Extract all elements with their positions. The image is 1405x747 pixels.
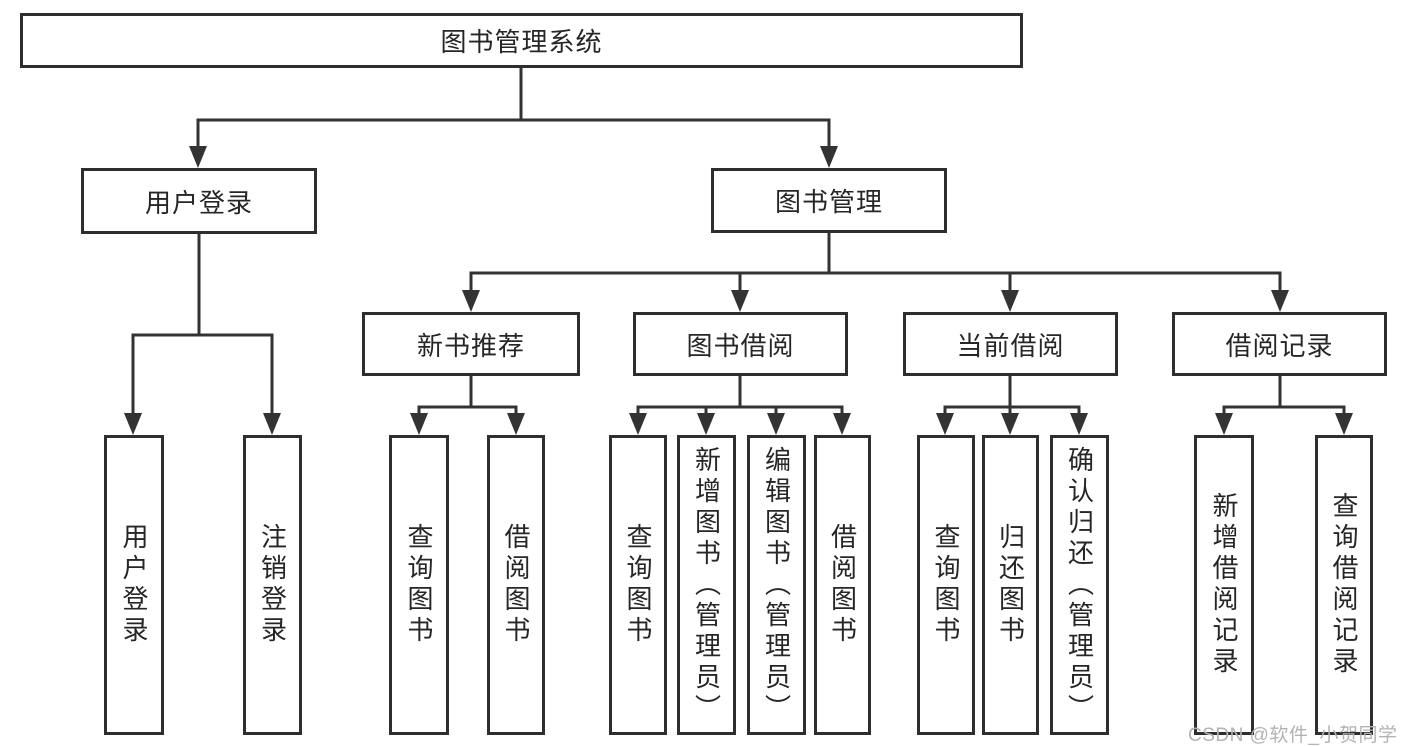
leaf-label: 新增借阅记录 [1209,492,1239,678]
leaf-borrow-book: 借阅图书 [814,435,871,735]
leaf-query-books-current: 查询图书 [917,435,975,735]
leaf-user-login: 用户登录 [104,435,164,735]
leaf-label: 注销登录 [257,523,288,647]
csdn-watermark: CSDN @软件_小贺同学 [1188,725,1398,746]
leaf-label: 查询图书 [623,523,653,647]
leaf-confirm-return-admin: 确认归还（管理员） [1050,435,1109,735]
leaf-label: 查询借阅记录 [1329,492,1359,678]
node-label: 图书管理 [774,187,883,217]
node-new-book-recommendation: 新书推荐 [362,312,580,376]
leaf-query-books-recommend: 查询图书 [389,435,449,735]
node-label: 新书推荐 [416,330,525,361]
leaf-borrow-books-recommend: 借阅图书 [487,435,545,735]
node-borrowing-records: 借阅记录 [1172,312,1387,376]
leaf-label: 查询图书 [931,523,961,647]
node-label: 当前借阅 [956,330,1065,361]
leaf-label: 新增图书（管理员） [691,445,722,725]
node-label: 图书借阅 [686,330,795,361]
leaf-label: 用户登录 [119,523,149,647]
leaf-label: 借阅图书 [827,523,858,647]
node-book-borrowing: 图书借阅 [633,312,848,376]
node-label: 借阅记录 [1225,330,1334,361]
leaf-logout: 注销登录 [243,435,302,735]
leaf-label: 确认归还（管理员） [1064,445,1095,725]
node-label: 用户登录 [144,187,253,218]
leaf-return-book: 归还图书 [982,435,1039,735]
node-book-management: 图书管理 [711,168,947,233]
leaf-add-borrow-record: 新增借阅记录 [1194,435,1254,735]
leaf-label: 查询图书 [404,523,434,647]
leaf-add-book-admin: 新增图书（管理员） [677,435,736,735]
leaf-query-borrow-record: 查询借阅记录 [1315,435,1373,735]
leaf-label: 归还图书 [995,523,1026,647]
node-current-borrowing: 当前借阅 [903,312,1118,376]
leaf-query-books-borrowing: 查询图书 [609,435,667,735]
leaf-label: 借阅图书 [501,523,531,647]
leaf-label: 编辑图书（管理员） [761,445,792,725]
node-library-management-system: 图书管理系统 [20,13,1023,68]
node-label: 图书管理系统 [440,27,603,57]
leaf-edit-book-admin: 编辑图书（管理员） [747,435,806,735]
node-user-login: 用户登录 [81,168,317,234]
